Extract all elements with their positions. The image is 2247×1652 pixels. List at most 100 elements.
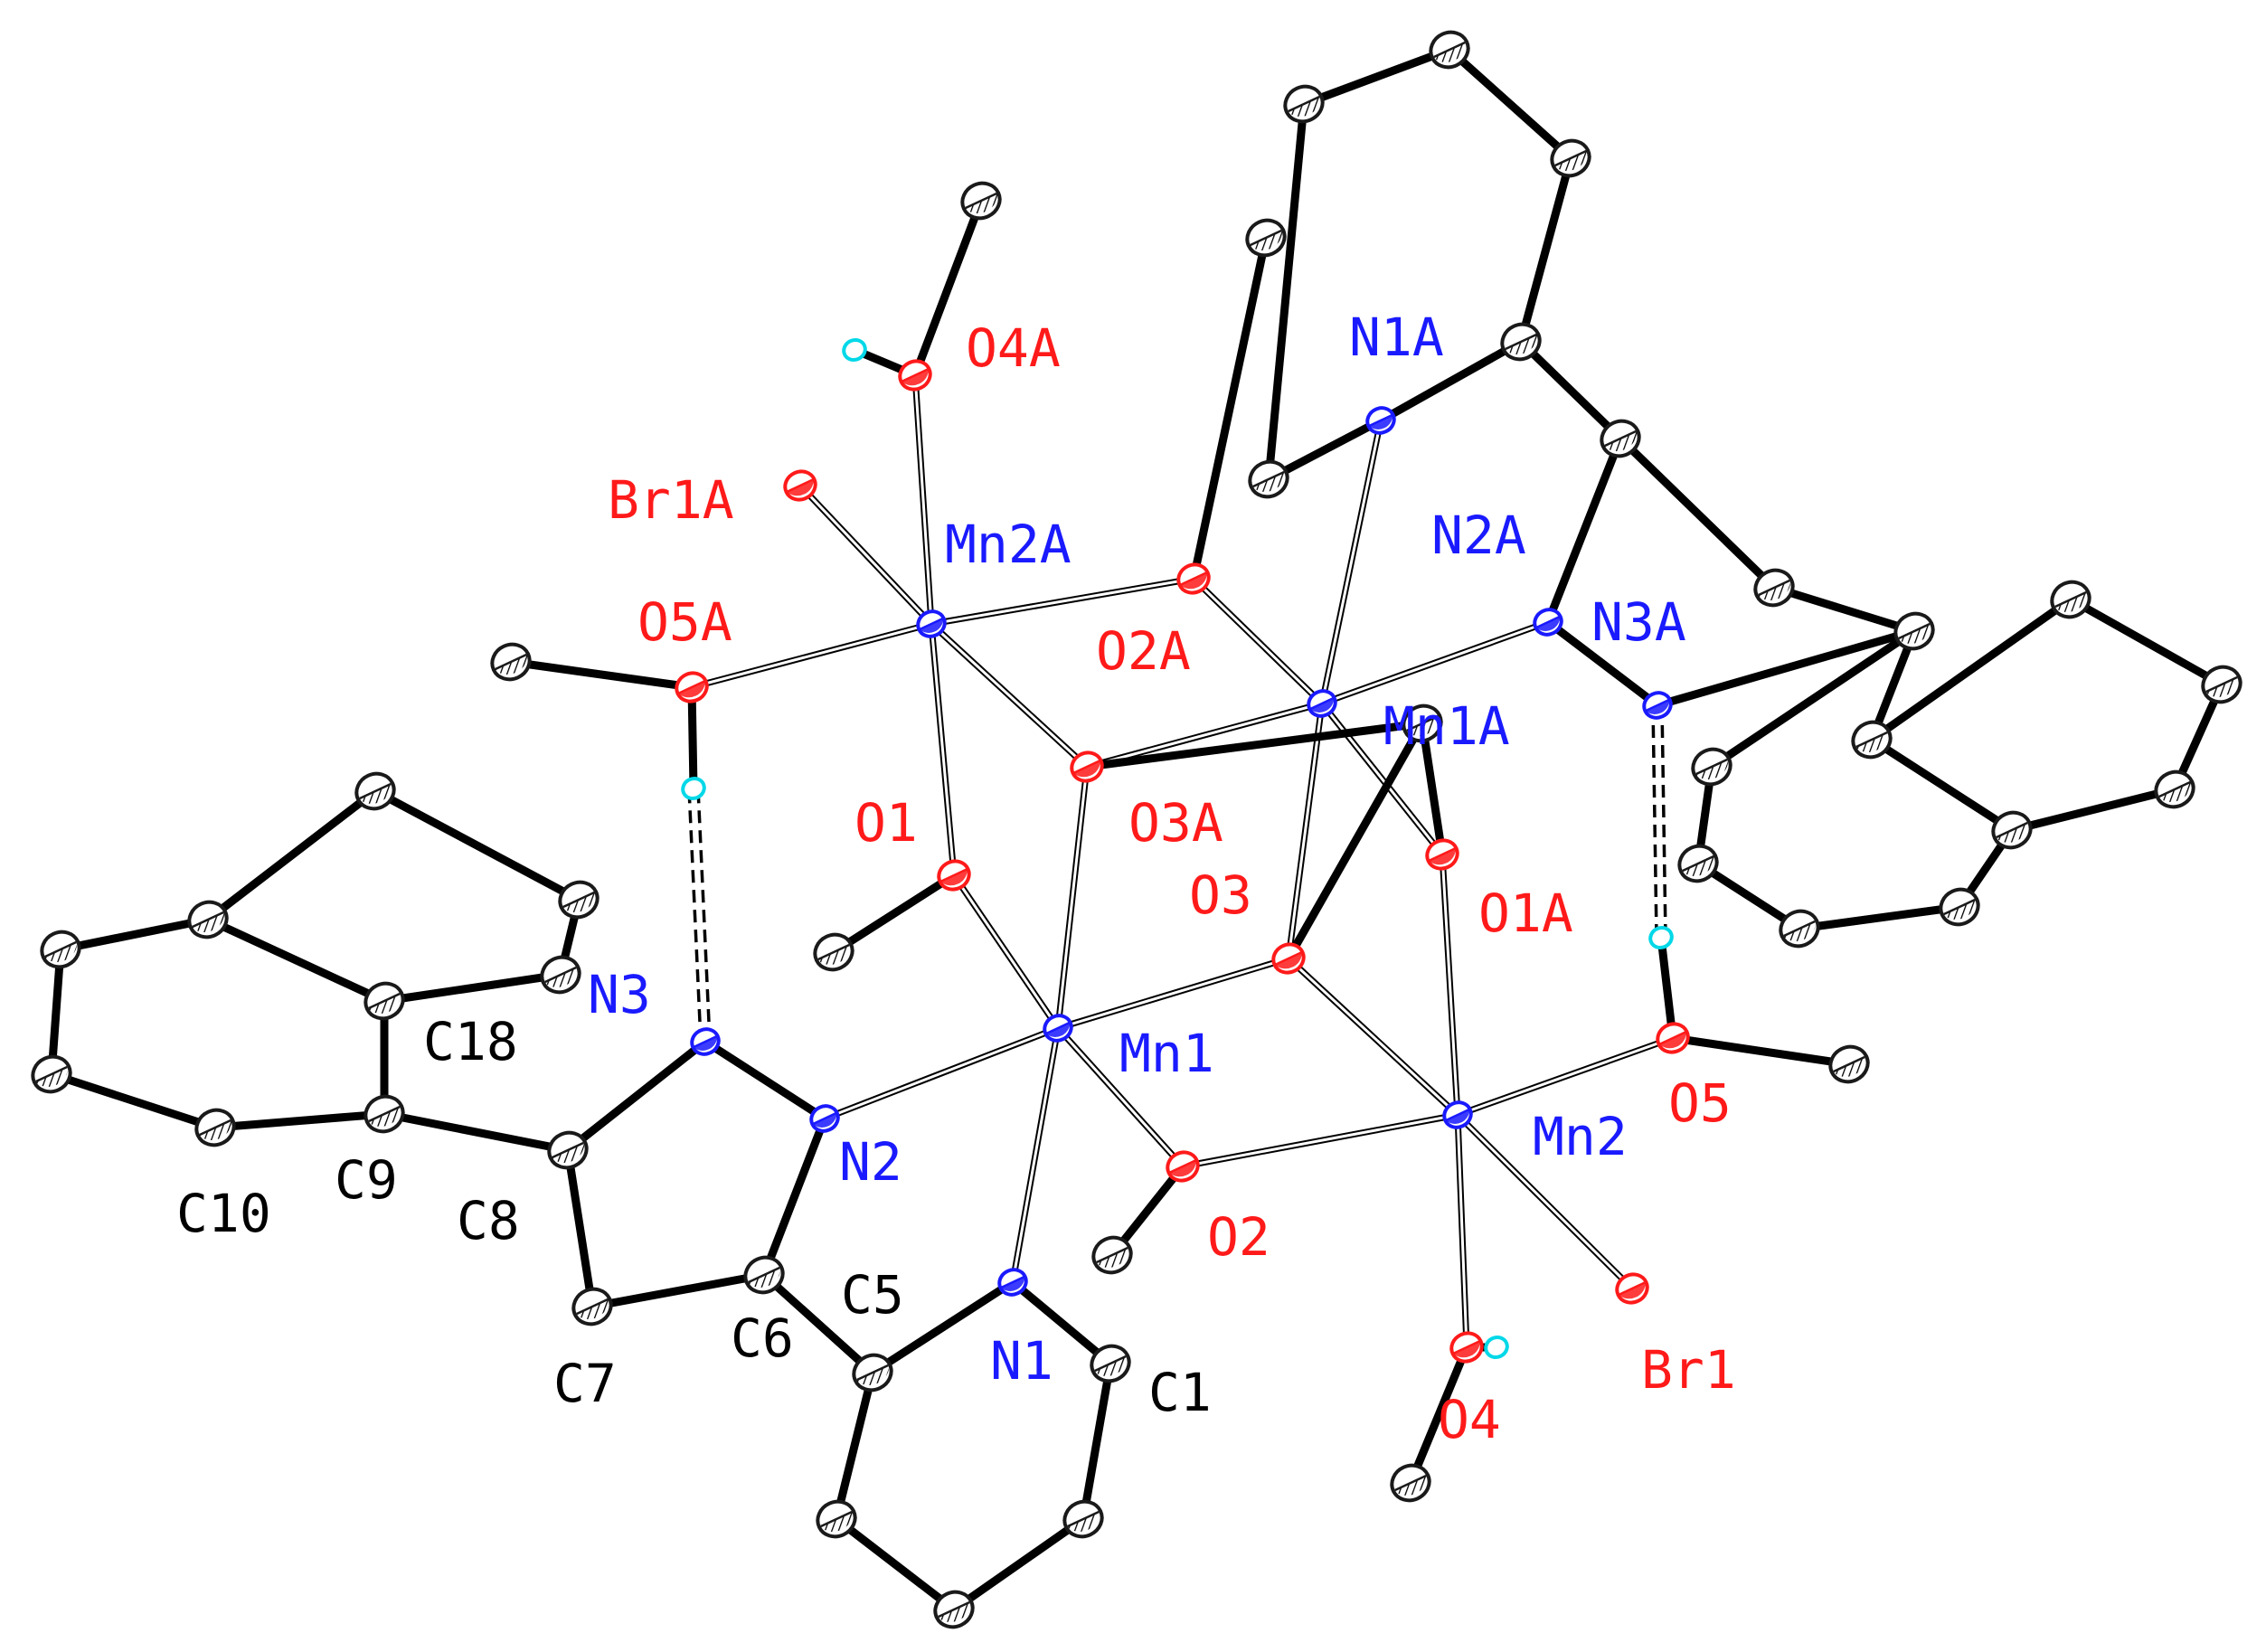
covalent-bond-C8-C7 xyxy=(563,1146,597,1311)
atom-O5 xyxy=(1656,1022,1690,1054)
label-Br1: Br1 xyxy=(1641,1339,1736,1401)
coordination-bond-core-Mn2A-Br1A xyxy=(798,484,933,626)
covalent-bond-Re1-Rc1 xyxy=(1707,627,1919,771)
atom-C1 xyxy=(1090,1344,1131,1383)
covalent-bond-C7-C6 xyxy=(588,1270,769,1311)
covalent-bond-Pc-C1 xyxy=(1079,1359,1115,1524)
atom-Br1 xyxy=(1615,1272,1649,1305)
covalent-bond-O5-Mc1 xyxy=(1668,1034,1854,1069)
label-C9: C9 xyxy=(335,1149,398,1211)
covalent-bond-Ra1-Ra2 xyxy=(1264,99,1308,484)
coordination-bond-core-Mn1A-N2A xyxy=(1320,620,1550,705)
atom-Ra5 xyxy=(1500,322,1542,362)
covalent-bond-C5-C6 xyxy=(760,1270,877,1377)
covalent-bond-N3A-Rc1 xyxy=(1653,627,1919,710)
atom-Rb1 xyxy=(1600,419,1641,458)
atom-Mc1 xyxy=(1828,1044,1870,1084)
coordination-bond-core-Mn1A-O3 xyxy=(1287,702,1324,960)
covalent-bond-O2A-Mb1 xyxy=(1189,233,1270,583)
atom-C10 xyxy=(194,1108,236,1147)
label-C18: C18 xyxy=(423,1011,518,1072)
atom-O4A xyxy=(898,359,932,392)
covalent-bond-Pa-Pb xyxy=(832,1515,958,1614)
atom-H5A xyxy=(681,776,706,801)
atom-Mn1 xyxy=(1043,1014,1073,1043)
label-O4A: O4A xyxy=(966,317,1061,379)
label-N1: N1 xyxy=(990,1330,1053,1392)
coordination-bond-core-Mn1-O1 xyxy=(952,873,1060,1030)
atom-N2A xyxy=(1533,608,1563,637)
coordination-bond-core-Mn2-O2 xyxy=(1181,1113,1459,1168)
atom-C9 xyxy=(363,1094,405,1134)
covalent-bond-Rc4-Re3 xyxy=(1795,902,1964,933)
atom-Mn2A xyxy=(916,609,947,638)
atom-O3 xyxy=(1271,942,1306,975)
label-O2: O2 xyxy=(1207,1206,1270,1268)
atom-Mb2 xyxy=(1402,703,1443,743)
covalent-bond-O5A-Ma3 xyxy=(506,657,696,692)
atom-C7 xyxy=(571,1287,613,1326)
atom-Qe xyxy=(558,880,600,920)
coordination-bond-core-Mn2-Br1 xyxy=(1456,1113,1634,1290)
atom-O2 xyxy=(1166,1150,1200,1183)
hydrogen-bond-N3A-H5 xyxy=(1651,704,1667,939)
covalent-bond-Qa-Qb xyxy=(56,915,212,954)
covalent-bond-Rd3-Rc3 xyxy=(2007,785,2179,835)
atom-O4 xyxy=(1449,1331,1484,1364)
covalent-bond-Qe-Qd xyxy=(371,787,583,904)
covalent-bond-Qd-Qa xyxy=(203,787,380,924)
label-O5: O5 xyxy=(1668,1072,1732,1134)
coordination-bond-core-Mn1A-O2A xyxy=(1192,577,1324,705)
atom-Rc2 xyxy=(1851,720,1893,760)
covalent-bond-C18-Qa xyxy=(203,915,389,1005)
coordination-bond-core-Mn2-O1A xyxy=(1440,853,1459,1117)
covalent-bond-Ra5-N1A xyxy=(1376,337,1525,425)
coordination-bond-core-Mn2-O5 xyxy=(1456,1036,1675,1117)
atom-Pb xyxy=(933,1590,975,1629)
atom-Br1A xyxy=(783,469,817,502)
atom-Mc2 xyxy=(1091,1235,1133,1275)
atom-N1A xyxy=(1365,406,1396,435)
covalent-bond-Rd1-Rd2 xyxy=(2066,595,2226,689)
atom-Qc xyxy=(31,1054,72,1094)
atom-Re2 xyxy=(1677,844,1719,883)
covalent-bond-Rc2-Rd1 xyxy=(1867,595,2075,744)
covalent-bond-Rc1-Rb2 xyxy=(1770,583,1919,636)
atom-Ma1 xyxy=(960,181,1002,221)
coordination-bond-core-Mn2-O4 xyxy=(1456,1113,1468,1349)
coordination-bond-core-Mn2A-O1 xyxy=(930,622,956,877)
label-C1: C1 xyxy=(1148,1362,1212,1423)
atom-Qf xyxy=(540,955,581,995)
covalent-bond-Ra2-Ra3 xyxy=(1299,45,1454,109)
covalent-bond-Ra5-Rb1 xyxy=(1516,337,1625,443)
atom-Mn2 xyxy=(1442,1100,1473,1129)
coordination-bond-core-Mn1-N2 xyxy=(823,1026,1060,1120)
atom-Pc xyxy=(1062,1499,1104,1539)
coordination-bond-core-Mn2A-O4A xyxy=(913,373,933,626)
covalent-bond-N3-C8 xyxy=(563,1037,710,1155)
atom-Rc3 xyxy=(1991,810,2033,850)
label-Mn2: Mn2 xyxy=(1533,1106,1628,1167)
coordination-bond-core-Mn1-O3 xyxy=(1056,957,1290,1030)
covalent-bond-N2-N3 xyxy=(701,1037,829,1123)
atom-Rd2 xyxy=(2201,665,2242,704)
label-N2: N2 xyxy=(839,1131,902,1193)
atom-labels: O4A N1A Br1A Mn2A N2A O5A O2A N3A Mn1A O… xyxy=(176,307,1736,1450)
atom-O1 xyxy=(937,859,971,892)
atom-Ma3 xyxy=(490,642,532,682)
label-C8: C8 xyxy=(457,1190,520,1251)
covalent-bond-Rb1-Rb2 xyxy=(1616,434,1779,592)
label-O1: O1 xyxy=(854,792,918,854)
atom-Ra2 xyxy=(1283,84,1325,124)
hydrogen-bond-N3-H5A xyxy=(687,788,712,1043)
atom-O1A xyxy=(1425,838,1459,871)
atom-C6 xyxy=(743,1255,785,1295)
label-C7: C7 xyxy=(553,1353,617,1414)
atom-C8 xyxy=(547,1130,589,1170)
atom-Qb xyxy=(40,930,81,969)
covalent-bond-Rc3-Rc2 xyxy=(1867,735,2016,835)
covalent-bond-Pb-Pc xyxy=(949,1515,1088,1614)
coordination-bond-core-Mn1A-O1A xyxy=(1320,702,1444,856)
covalent-bond-N1A-Ra1 xyxy=(1264,416,1385,484)
atom-Re3 xyxy=(1779,909,1820,949)
